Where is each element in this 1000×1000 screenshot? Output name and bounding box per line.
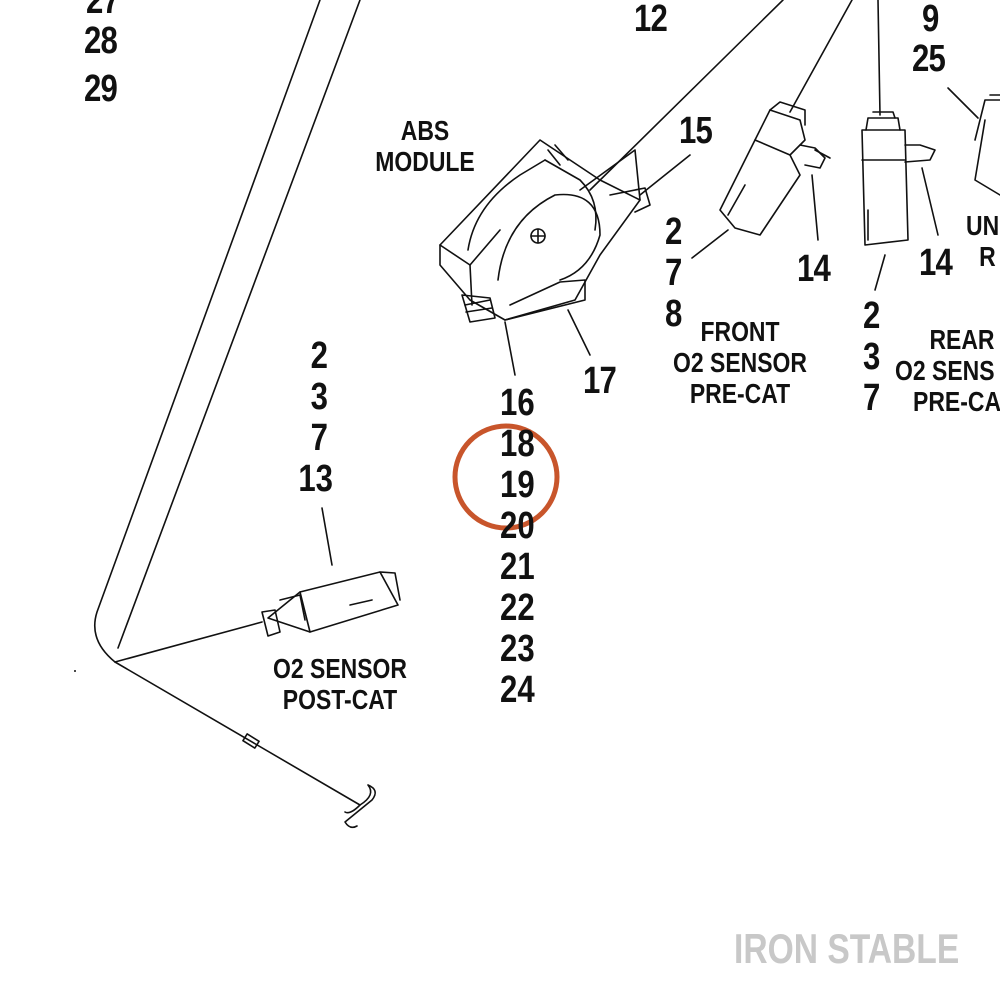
ref-number: 7 <box>665 252 683 294</box>
post-cat-ref-stack: 2 3 7 13 <box>298 335 333 500</box>
ref-number: 3 <box>863 336 881 378</box>
callout-28: 28 <box>84 20 118 62</box>
leader-to-rear-14 <box>921 167 939 236</box>
leader-to-13 <box>321 507 333 566</box>
harness-tail <box>344 784 376 829</box>
ref-number: 2 <box>863 295 881 337</box>
leader-to-rear-2 <box>874 254 886 291</box>
front-sensor-connector-drawing <box>719 101 831 236</box>
callout-14-front: 14 <box>797 248 831 290</box>
ref-number: 3 <box>310 376 328 418</box>
ref-number: 20 <box>500 505 535 547</box>
harness-branch-line <box>114 621 263 663</box>
watermark: IRON STABLE <box>734 925 960 972</box>
ref-number: 18 <box>500 423 535 465</box>
callout-27: 27 <box>86 0 120 22</box>
leader-to-front-14 <box>811 174 819 241</box>
harness-splice <box>242 733 260 749</box>
harness-inner-line <box>117 0 361 649</box>
ref-number: 8 <box>665 293 683 335</box>
leader-to-front-2 <box>691 229 729 259</box>
leader-to-25 <box>947 87 979 119</box>
front-ref-stack: 2 7 8 <box>665 212 682 335</box>
abs-module-drawing <box>439 139 651 323</box>
highlight-circle <box>452 423 560 531</box>
ref-number: 21 <box>500 546 535 588</box>
rear-ref-stack: 2 3 7 <box>863 296 880 419</box>
abs-ref-stack: 16 18 19 20 21 22 23 24 <box>500 383 535 711</box>
abs-module-caption: ABS MODULE <box>375 115 475 177</box>
callout-12: 12 <box>634 0 668 40</box>
leader-to-9a <box>789 0 853 113</box>
callout-9: 9 <box>922 0 939 40</box>
ref-number: 24 <box>500 669 535 711</box>
ref-number-highlighted: 19 <box>500 464 535 506</box>
ref-number: 23 <box>500 628 535 670</box>
partial-right-caption: UN R <box>966 210 1000 272</box>
callout-17: 17 <box>583 360 617 402</box>
ref-number: 2 <box>665 211 683 253</box>
ref-number: 13 <box>298 458 334 500</box>
ref-number: 7 <box>310 417 328 459</box>
callout-25: 25 <box>912 38 946 80</box>
front-sensor-caption: FRONT O2 SENSOR PRE-CAT <box>673 316 807 409</box>
leader-to-12 <box>589 0 784 191</box>
callout-14-rear: 14 <box>919 242 953 284</box>
right-bracket-drawing <box>974 94 1000 196</box>
leader-to-9b <box>877 0 881 116</box>
post-cat-sensor-caption: O2 SENSOR POST-CAT <box>273 653 407 715</box>
rear-sensor-caption: REAR O2 SENS PRE-CA <box>895 324 1000 417</box>
rear-sensor-connector-drawing <box>861 111 936 246</box>
ref-number: 7 <box>863 377 881 419</box>
leader-to-17 <box>567 309 591 356</box>
leader-to-16 <box>504 321 516 376</box>
post-cat-connector-drawing <box>261 571 401 637</box>
leader-to-15 <box>639 154 691 196</box>
callout-29: 29 <box>84 68 118 110</box>
ref-number: 16 <box>500 382 535 424</box>
ref-number: 22 <box>500 587 535 629</box>
ref-number: 2 <box>310 335 328 377</box>
callout-15: 15 <box>679 110 713 152</box>
